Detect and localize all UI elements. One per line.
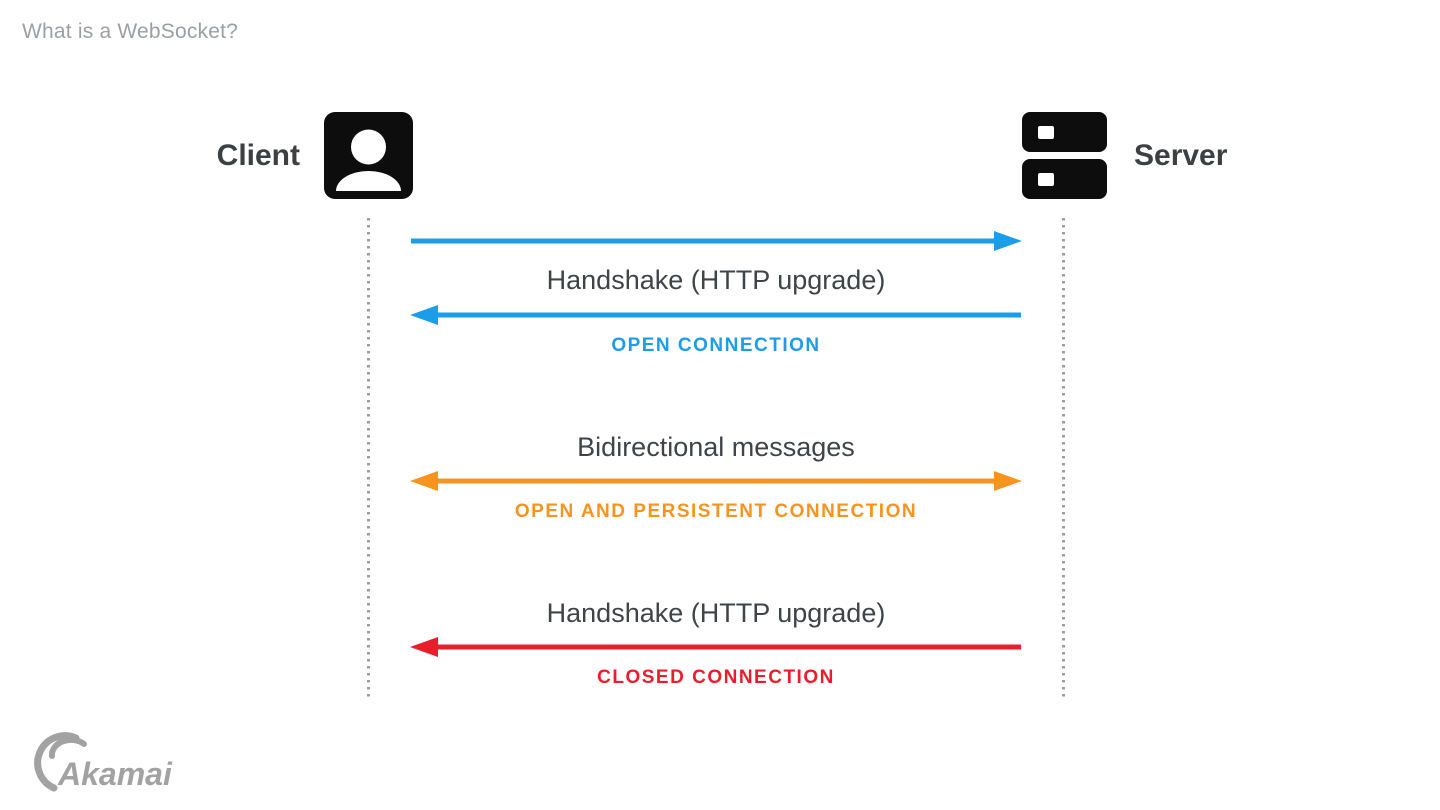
message-caption: OPEN AND PERSISTENT CONNECTION: [514, 501, 918, 522]
message-caption: CLOSED CONNECTION: [597, 667, 835, 688]
message-label: Bidirectional messages: [577, 432, 855, 462]
message-label: Handshake (HTTP upgrade): [546, 598, 886, 628]
message-label: Handshake (HTTP upgrade): [546, 265, 886, 295]
akamai-wordmark: Akamai: [57, 756, 173, 792]
client-label: Client: [216, 139, 300, 172]
server-label: Server: [1134, 139, 1228, 172]
page-title: What is a WebSocket?: [22, 20, 239, 43]
client-lifeline: [367, 218, 370, 698]
akamai-logo: Akamai: [20, 728, 195, 797]
handshake-request-arrow: [410, 228, 1022, 254]
person-icon: [324, 112, 413, 204]
message-caption: OPEN CONNECTION: [611, 335, 821, 356]
close-arrow: [410, 634, 1022, 660]
server-rack-icon: [1022, 112, 1107, 204]
handshake-response-arrow: [410, 302, 1022, 328]
bidirectional-arrow: [410, 468, 1022, 494]
server-lifeline: [1062, 218, 1065, 698]
